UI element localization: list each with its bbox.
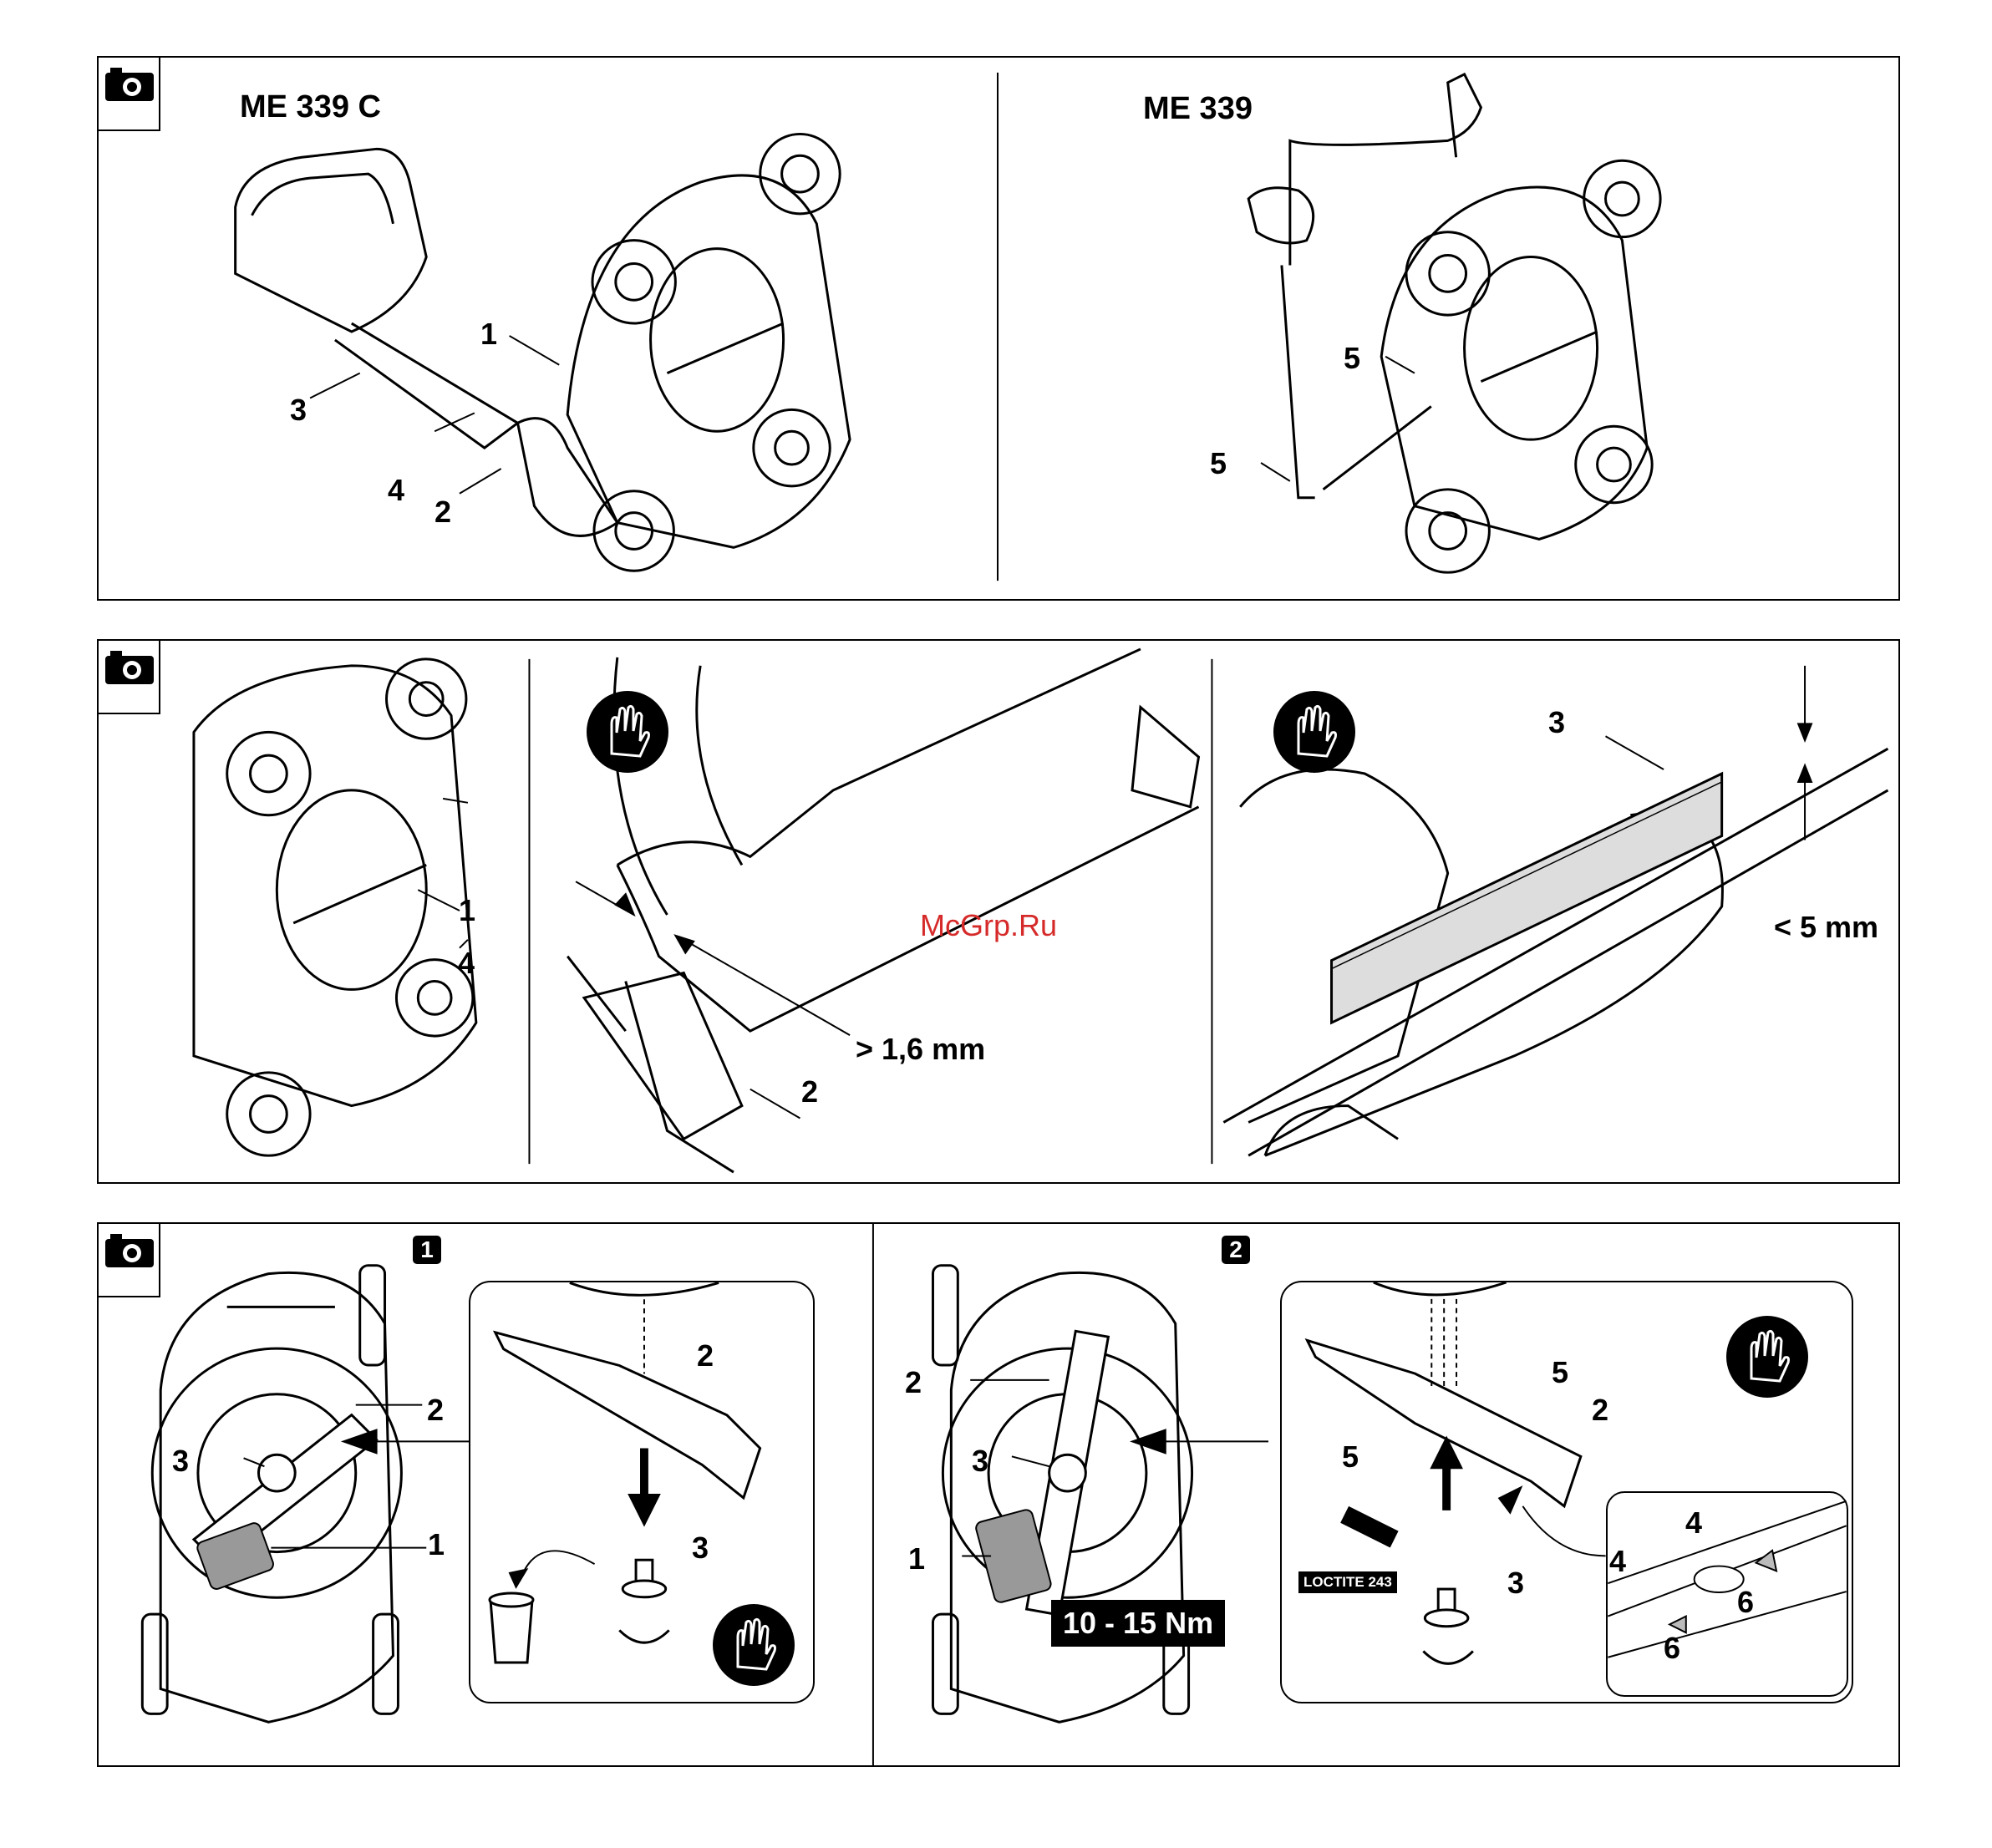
mower-me339-drawing xyxy=(1248,74,1660,572)
blade-thickness-measure: > 1,6 mm xyxy=(856,1034,985,1064)
mower-underside-drawing xyxy=(194,659,476,1155)
inset-callout-3: 3 xyxy=(1507,1568,1524,1598)
callout-3: 3 xyxy=(972,1446,988,1476)
mower-me339c-drawing xyxy=(236,134,850,571)
blade-drawing xyxy=(495,1333,760,1498)
callout-3: 3 xyxy=(290,395,307,425)
gloves-icon xyxy=(713,1604,795,1686)
inset-callout-3: 3 xyxy=(692,1533,709,1563)
callout-2: 2 xyxy=(905,1368,922,1398)
watermark: McGrp.Ru xyxy=(920,908,1057,943)
detail-callout-4a: 4 xyxy=(1685,1508,1702,1538)
callout-1: 1 xyxy=(459,896,475,926)
ruler xyxy=(1332,774,1722,1023)
inset-blade-removal xyxy=(469,1281,815,1703)
blade-gap-measure: < 5 mm xyxy=(1774,912,1878,942)
torque-badge: 10 - 15 Nm xyxy=(1051,1600,1225,1647)
panel-handle-assembly: ME 339 C ME 339 1 3 4 2 5 5 xyxy=(97,56,1900,601)
step-number-2: 2 xyxy=(1222,1236,1250,1264)
step-number-1: 1 xyxy=(413,1236,441,1264)
loctite-label: LOCTITE 243 xyxy=(1298,1571,1397,1593)
detail-hole-alignment xyxy=(1606,1491,1848,1697)
gloves-icon xyxy=(587,691,668,773)
callout-3: 3 xyxy=(1548,708,1565,738)
inset-blade-install xyxy=(1280,1281,1853,1703)
callout-1: 1 xyxy=(908,1544,925,1574)
gloves-icon xyxy=(1726,1316,1808,1398)
straight-edge-drawing xyxy=(1223,749,1888,1155)
detail-callout-6b: 6 xyxy=(1664,1633,1680,1663)
model-title-me339c: ME 339 C xyxy=(240,91,381,123)
inset-callout-5a: 5 xyxy=(1552,1358,1568,1388)
panel-blade-check: 1 4 2 3 > 1,6 mm < 5 mm McGrp.Ru xyxy=(97,639,1900,1184)
callout-2: 2 xyxy=(801,1077,818,1107)
inset-callout-2: 2 xyxy=(697,1341,714,1371)
inset-callout-2: 2 xyxy=(1592,1395,1608,1425)
top-illustration xyxy=(99,58,1898,599)
callout-2: 2 xyxy=(434,497,451,527)
gloves-icon xyxy=(1273,691,1355,773)
detail-callout-4b: 4 xyxy=(1609,1546,1626,1576)
callout-3: 3 xyxy=(172,1446,189,1476)
callout-2: 2 xyxy=(427,1395,444,1425)
callout-1: 1 xyxy=(428,1530,445,1560)
callout-1: 1 xyxy=(480,319,497,349)
inset-callout-5b: 5 xyxy=(1342,1442,1359,1472)
callout-5a: 5 xyxy=(1344,343,1360,373)
panel-blade-replacement: 1 2 2 3 1 2 3 2 3 1 5 2 5 3 4 4 6 6 10 -… xyxy=(97,1222,1900,1767)
callout-4: 4 xyxy=(458,948,475,978)
detail-callout-6a: 6 xyxy=(1737,1587,1754,1617)
model-title-me339: ME 339 xyxy=(1143,93,1253,124)
callout-5b: 5 xyxy=(1210,449,1227,479)
callout-4: 4 xyxy=(388,475,404,505)
trash-bin-icon xyxy=(482,1583,541,1667)
